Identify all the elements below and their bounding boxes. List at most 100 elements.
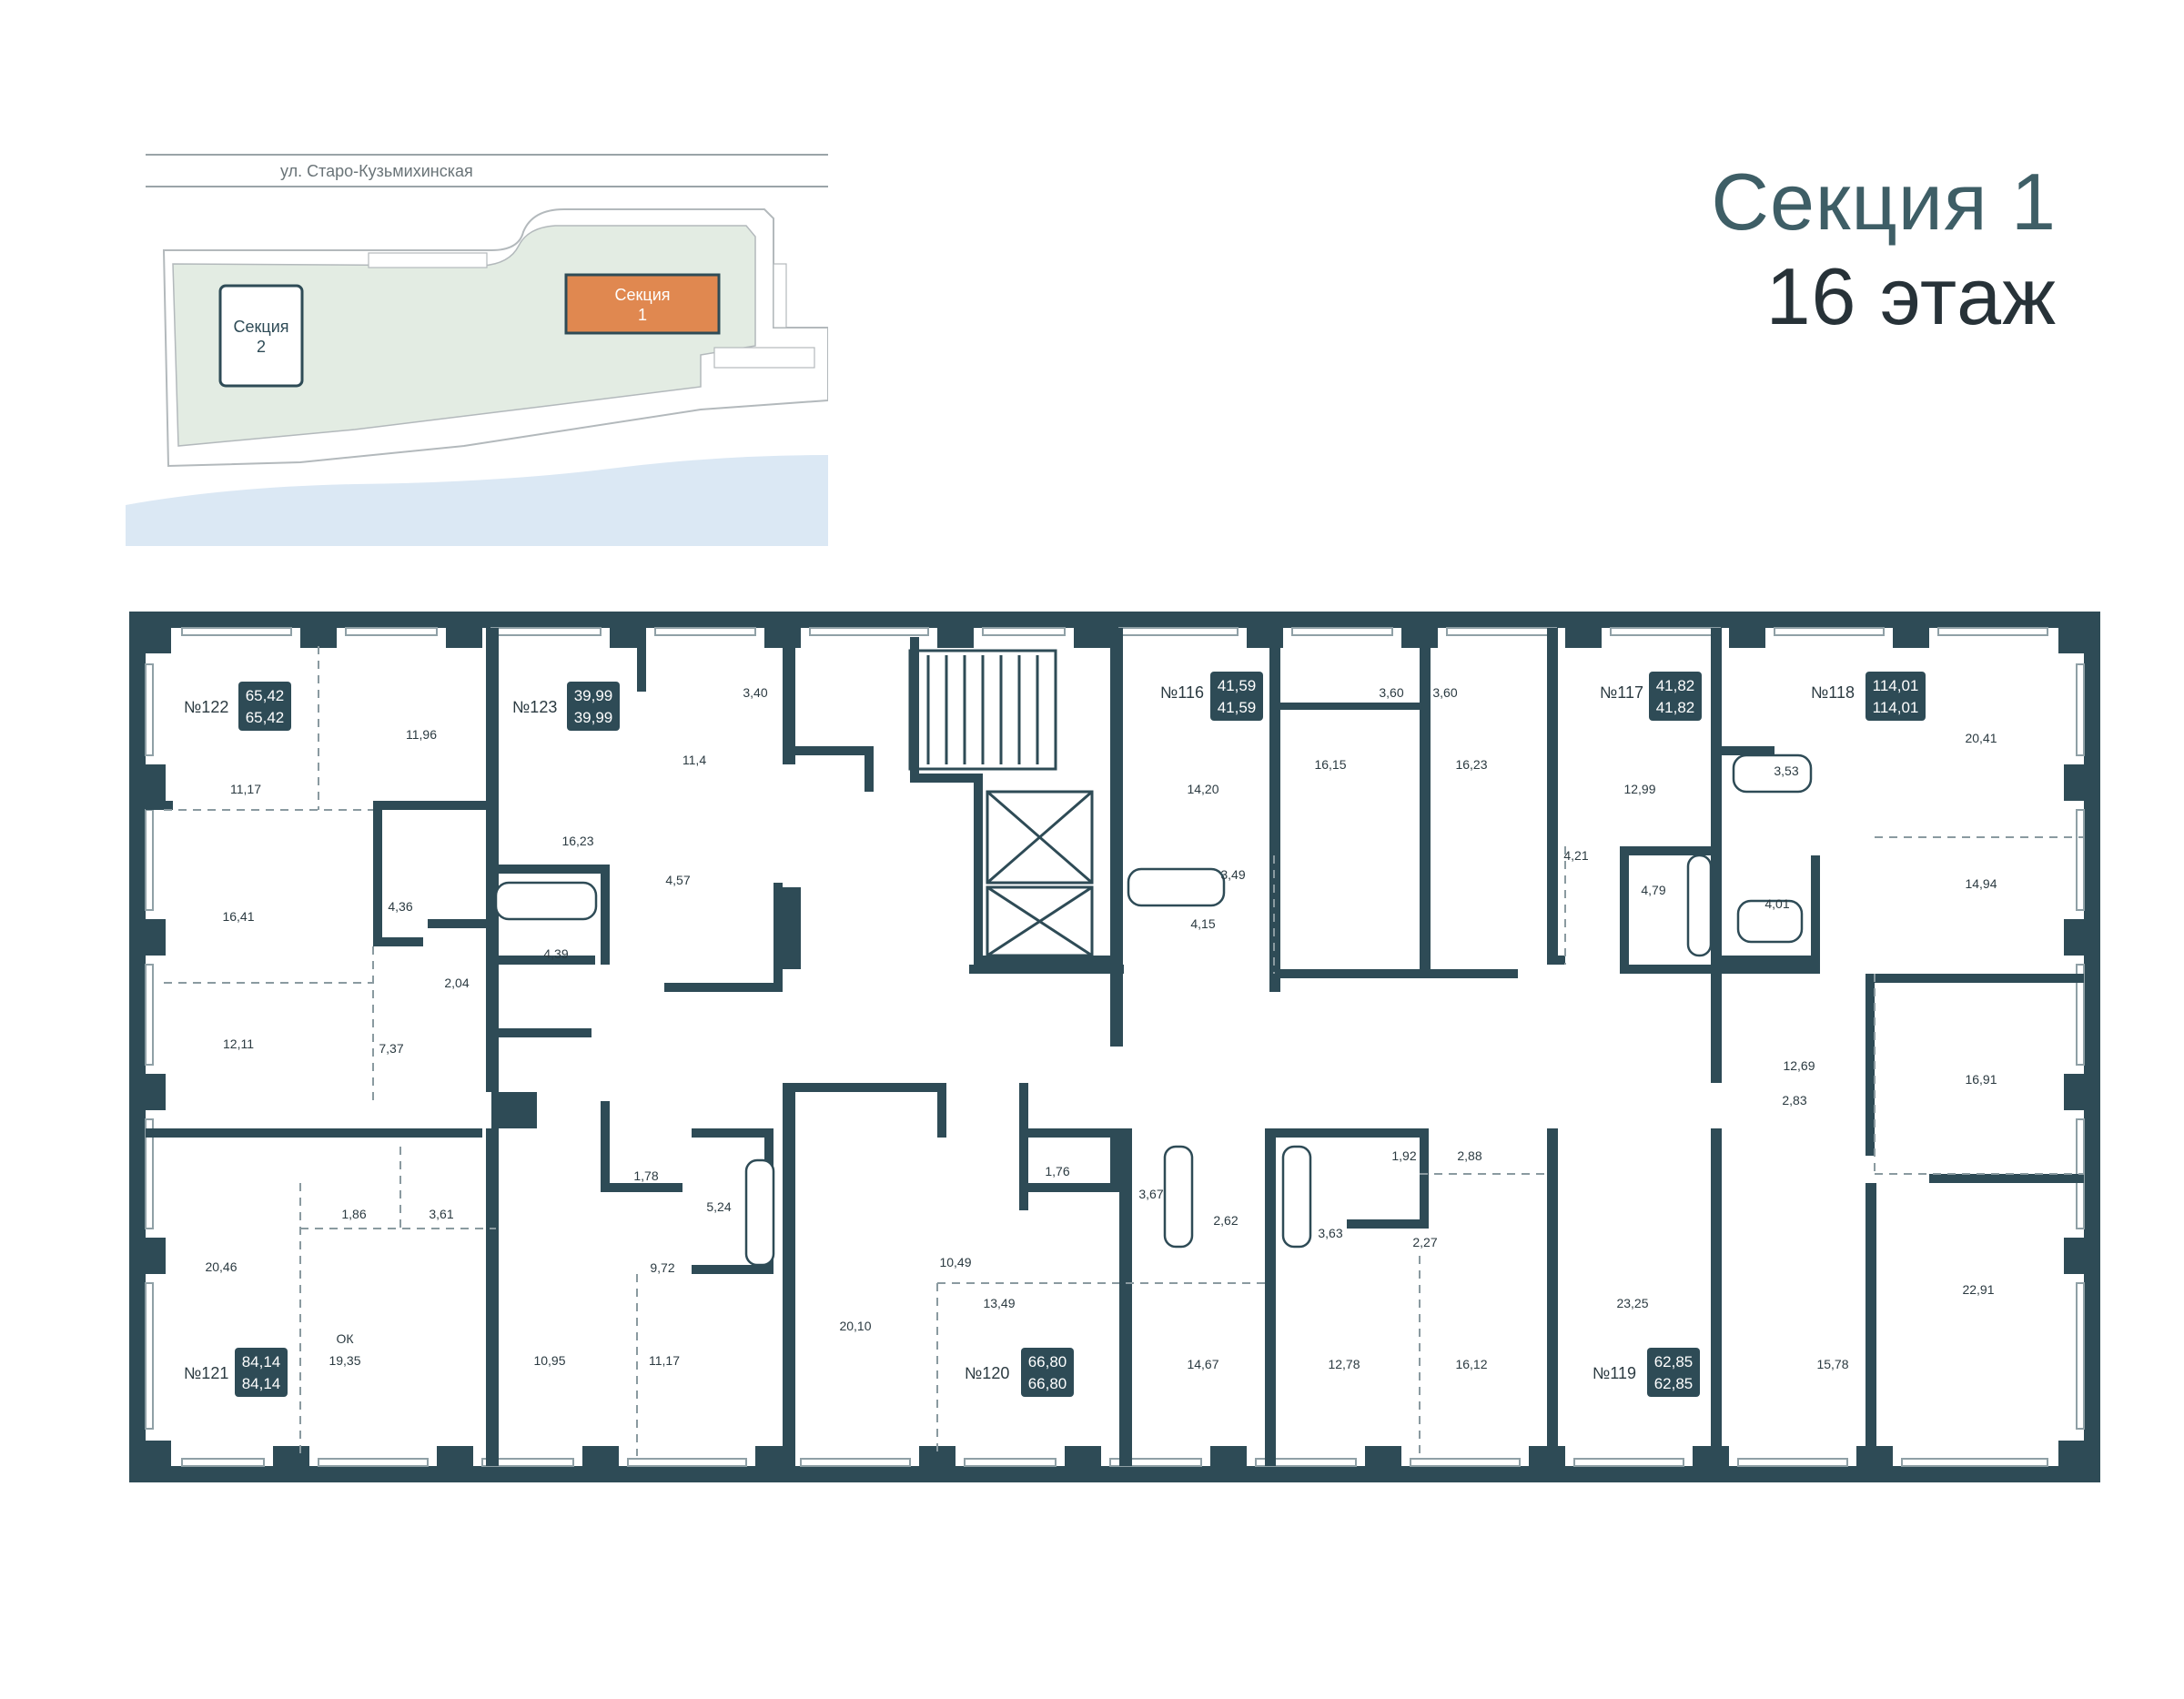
apt-number: №117 <box>1600 683 1643 702</box>
windows <box>145 627 2085 1467</box>
area-total: 62,85 <box>1654 1353 1694 1370</box>
room-area: 1,78 <box>633 1168 658 1183</box>
apt-number: №119 <box>1592 1364 1636 1382</box>
area-badge <box>235 1348 288 1397</box>
room-area: 16,23 <box>1455 757 1487 772</box>
area-living: 62,85 <box>1654 1375 1694 1392</box>
room-area: 2,04 <box>444 976 469 990</box>
area-total: 39,99 <box>574 687 613 704</box>
elevator-2[interactable] <box>986 885 1094 957</box>
room-area: 2,88 <box>1457 1148 1481 1163</box>
area-badge <box>238 682 291 731</box>
room-area: 4,79 <box>1641 883 1665 897</box>
area-living: 84,14 <box>242 1375 281 1392</box>
room-area: 12,11 <box>223 1037 254 1051</box>
room-area: 3,40 <box>743 685 767 700</box>
apt-number: №121 <box>184 1364 228 1382</box>
room-area: 7,37 <box>379 1041 403 1056</box>
room-area: 12,99 <box>1623 782 1655 796</box>
room-area: 3,60 <box>1379 685 1403 700</box>
section-2-building[interactable] <box>218 284 304 388</box>
room-area: 20,41 <box>1965 731 1997 745</box>
site-outline <box>162 208 828 468</box>
area-badge <box>1021 1348 1074 1397</box>
area-total: 114,01 <box>1873 677 1919 694</box>
room-area: 16,23 <box>561 834 593 848</box>
room-area: 4,01 <box>1764 896 1789 911</box>
interior-walls <box>146 628 2084 1466</box>
room-area: 3,60 <box>1432 685 1457 700</box>
area-badge <box>567 682 620 731</box>
room-area: 1,92 <box>1391 1148 1416 1163</box>
room-area: 2,83 <box>1782 1093 1806 1107</box>
room-area: 3,63 <box>1318 1226 1342 1240</box>
area-badge <box>1210 672 1263 721</box>
room-area: 11,4 <box>682 753 706 767</box>
area-living: 39,99 <box>574 709 613 726</box>
room-area: 4,39 <box>543 946 568 961</box>
room-area: 4,57 <box>665 873 690 887</box>
room-area: 20,46 <box>205 1259 237 1274</box>
room-area: ОК <box>336 1331 354 1346</box>
apartment-118[interactable]: №118 114,01 114,01 <box>1811 672 1926 721</box>
area-badge <box>1649 672 1702 721</box>
room-area: 4,36 <box>388 899 412 914</box>
apartment-123[interactable]: №123 39,99 39,99 <box>512 682 620 731</box>
room-area: 14,94 <box>1965 876 1997 891</box>
elevator-1[interactable] <box>986 790 1094 885</box>
area-living: 41,82 <box>1656 699 1695 716</box>
parking-right <box>713 263 815 369</box>
apartment-117[interactable]: №117 41,82 41,82 <box>1600 672 1702 721</box>
apartment-120[interactable]: №120 66,80 66,80 <box>965 1348 1074 1397</box>
apartment-119[interactable]: №119 62,85 62,85 <box>1592 1348 1700 1397</box>
room-area: 11,96 <box>406 727 437 742</box>
room-area: 1,86 <box>341 1207 366 1221</box>
area-badge <box>1866 672 1926 721</box>
apartment-121[interactable]: №121 84,14 84,14 <box>184 1348 288 1397</box>
area-total: 84,14 <box>242 1353 281 1370</box>
room-area: 3,49 <box>1220 867 1245 882</box>
room-area: 3,61 <box>429 1207 453 1221</box>
room-area: 4,21 <box>1563 848 1588 863</box>
area-total: 66,80 <box>1028 1353 1067 1370</box>
room-area: 23,25 <box>1616 1296 1648 1310</box>
section-title: Секция 1 <box>1711 157 2057 247</box>
room-area: 19,35 <box>329 1353 360 1368</box>
section-1-label-line1: Секция <box>615 286 671 304</box>
room-area: 9,72 <box>650 1260 674 1275</box>
section-1-label-line2: 1 <box>638 306 647 324</box>
area-badge <box>1647 1348 1700 1397</box>
room-dividers <box>164 646 2084 1456</box>
room-area: 10,49 <box>939 1255 971 1269</box>
water-area <box>126 455 828 546</box>
area-living: 66,80 <box>1028 1375 1067 1392</box>
room-area: 14,67 <box>1187 1357 1218 1371</box>
room-area: 20,10 <box>839 1319 871 1333</box>
section-1-building[interactable] <box>564 273 721 335</box>
apt-number: №123 <box>512 698 557 716</box>
room-area: 13,49 <box>983 1296 1015 1310</box>
room-area: 5,24 <box>706 1199 731 1214</box>
room-area: 16,12 <box>1455 1357 1487 1371</box>
area-total: 41,59 <box>1218 677 1257 694</box>
room-area: 3,67 <box>1138 1187 1163 1201</box>
apartment-122[interactable]: №122 65,42 65,42 <box>184 682 291 731</box>
room-area: 1,76 <box>1045 1164 1069 1178</box>
area-total: 65,42 <box>246 687 285 704</box>
area-living: 114,01 <box>1873 699 1919 716</box>
apartment-116[interactable]: №116 41,59 41,59 <box>1160 672 1263 721</box>
title-block: Секция 1 16 этаж <box>1711 155 2057 344</box>
street-label: ул. Старо-Кузьмихинская <box>280 162 473 180</box>
room-area: 2,62 <box>1213 1213 1238 1228</box>
room-area: 4,15 <box>1190 916 1215 931</box>
site-plan: ул. Старо-Кузьмихинская Секция 2 Секция … <box>126 154 828 546</box>
room-area: 3,53 <box>1774 764 1798 778</box>
room-area: 15,78 <box>1816 1357 1848 1371</box>
apt-number: №122 <box>184 698 228 716</box>
apt-number: №118 <box>1811 683 1855 702</box>
room-area: 14,20 <box>1187 782 1218 796</box>
room-area: 16,41 <box>222 909 254 924</box>
room-area: 16,15 <box>1314 757 1346 772</box>
room-area: 12,78 <box>1328 1357 1360 1371</box>
room-area: 10,95 <box>533 1353 565 1368</box>
